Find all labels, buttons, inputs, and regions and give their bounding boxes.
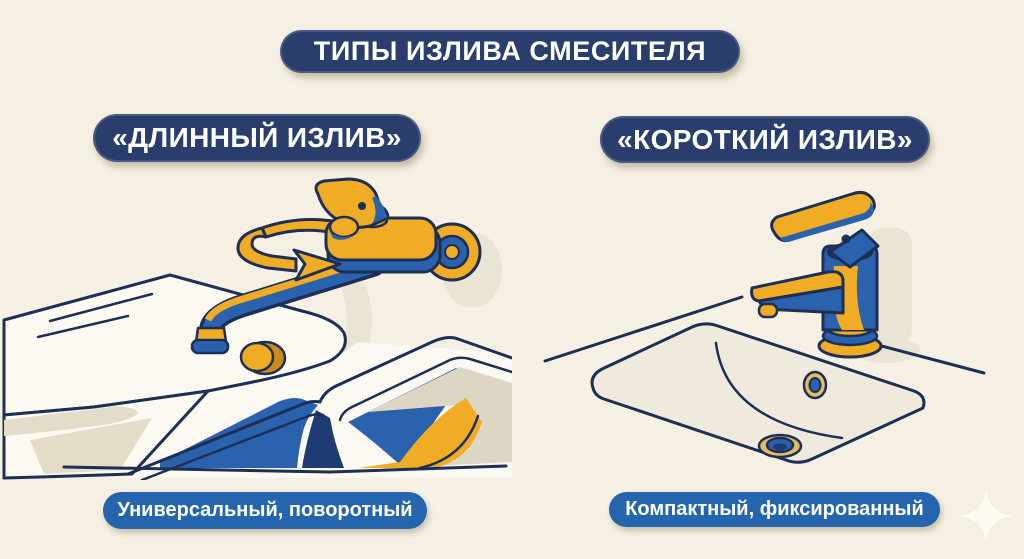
lever-knob xyxy=(328,215,360,239)
left-caption-pill: Универсальный, поворотный xyxy=(103,492,427,529)
water-shadow-wedge xyxy=(302,410,344,468)
right-caption-text: Компактный, фиксированный xyxy=(625,498,924,520)
basin-inner-curve xyxy=(714,341,844,440)
right-illustration xyxy=(543,191,986,464)
apron-shade xyxy=(30,418,152,474)
spout-top xyxy=(750,270,845,303)
bottom-edge-line xyxy=(62,464,508,474)
overflow-hole xyxy=(808,377,822,393)
deck-shade xyxy=(4,406,138,436)
left-heading-pill: «ДЛИННЫЙ ИЗЛИВ» xyxy=(93,114,421,162)
faucet-short-spout xyxy=(750,191,883,359)
spout-aerator xyxy=(190,338,230,355)
right-heading-text: «КОРОТКИЙ ИЗЛИВ» xyxy=(617,123,913,155)
wall-shadow-swoosh xyxy=(316,262,373,426)
wall-flange-center xyxy=(444,244,460,260)
deck-accent-line xyxy=(48,292,154,323)
rotation-arrow-head xyxy=(292,248,342,282)
double-sink xyxy=(2,232,512,480)
divider-edge-top xyxy=(318,336,512,404)
counter-edge-left xyxy=(543,295,744,363)
lever-dot xyxy=(358,202,366,210)
lever-blue-accent xyxy=(372,196,386,224)
right-caption-pill: Компактный, фиксированный xyxy=(609,492,940,527)
title-text: ТИПЫ ИЗЛИВА СМЕСИТЕЛЯ xyxy=(313,36,707,66)
front-rim-line xyxy=(126,400,322,476)
basin-floor-yellow xyxy=(358,398,482,468)
water-blue xyxy=(160,398,318,468)
spout-yellow-top xyxy=(204,255,374,322)
front-rim-line-2 xyxy=(140,413,325,480)
lever-dot xyxy=(841,234,851,244)
basin-bowl xyxy=(590,322,926,464)
left-caption-text: Универсальный, поворотный xyxy=(117,499,413,521)
faucet-long-spout xyxy=(190,177,482,355)
lever-blue-edge xyxy=(780,201,874,242)
drain-center xyxy=(773,443,787,451)
basin-front-rim-curve xyxy=(418,414,480,470)
deck-accent-line xyxy=(36,314,130,339)
basin-sink xyxy=(543,228,986,464)
right-heading-pill: «КОРОТКИЙ ИЗЛИВ» xyxy=(600,116,930,163)
spout-aerator xyxy=(757,302,779,319)
divider-edge-bottom xyxy=(338,356,512,422)
left-illustration xyxy=(2,177,512,480)
handle-riser xyxy=(828,228,880,269)
faucet-wall-shadow xyxy=(868,228,912,346)
basin-far-wall xyxy=(368,367,512,466)
title-banner: ТИПЫ ИЗЛИВА СМЕСИТЕЛЯ xyxy=(280,30,740,73)
sparkle-icon xyxy=(960,490,1012,542)
rotation-arrow-band xyxy=(236,226,298,273)
counter-edge-right xyxy=(872,342,986,375)
knob-shade xyxy=(330,232,356,240)
deck-hole xyxy=(239,341,275,373)
left-heading-text: «ДЛИННЫЙ ИЗЛИВ» xyxy=(112,122,402,153)
